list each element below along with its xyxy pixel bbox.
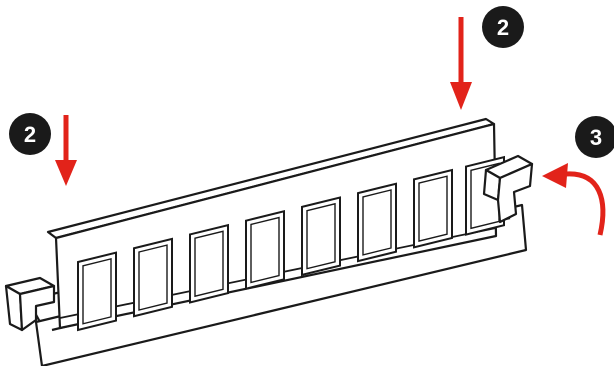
memory-chip-inner <box>418 175 448 243</box>
left-latch-side <box>18 284 56 332</box>
step-badge-label: 2 <box>497 15 509 40</box>
memory-chip <box>301 196 341 277</box>
memory-chip-inner <box>82 257 112 325</box>
memory-chip-inner <box>250 216 280 284</box>
latch-close-arrow <box>542 163 606 236</box>
step-badge-label: 2 <box>24 122 36 147</box>
arrows <box>55 17 606 236</box>
right-push-arrow <box>450 17 472 110</box>
memory-chip <box>413 168 453 249</box>
memory-chip <box>133 237 173 318</box>
step-badge-top: 2 <box>482 6 524 48</box>
memory-chip <box>357 182 397 263</box>
left-push-arrow <box>55 115 77 186</box>
left-latch <box>4 276 56 332</box>
memory-chip <box>245 210 285 290</box>
memory-chip-inner <box>362 189 392 256</box>
memory-chip <box>189 223 229 304</box>
memory-chip-inner <box>194 230 224 298</box>
right-latch-side <box>496 162 534 224</box>
memory-chip-inner <box>138 244 168 311</box>
step-badge-label: 3 <box>590 125 602 150</box>
memory-chip <box>77 251 117 332</box>
memory-chip-inner <box>306 202 336 270</box>
left-latch-front <box>4 284 24 332</box>
right-latch <box>482 154 534 224</box>
step-badge-left: 2 <box>9 113 51 155</box>
step-badge-right: 3 <box>575 116 614 158</box>
